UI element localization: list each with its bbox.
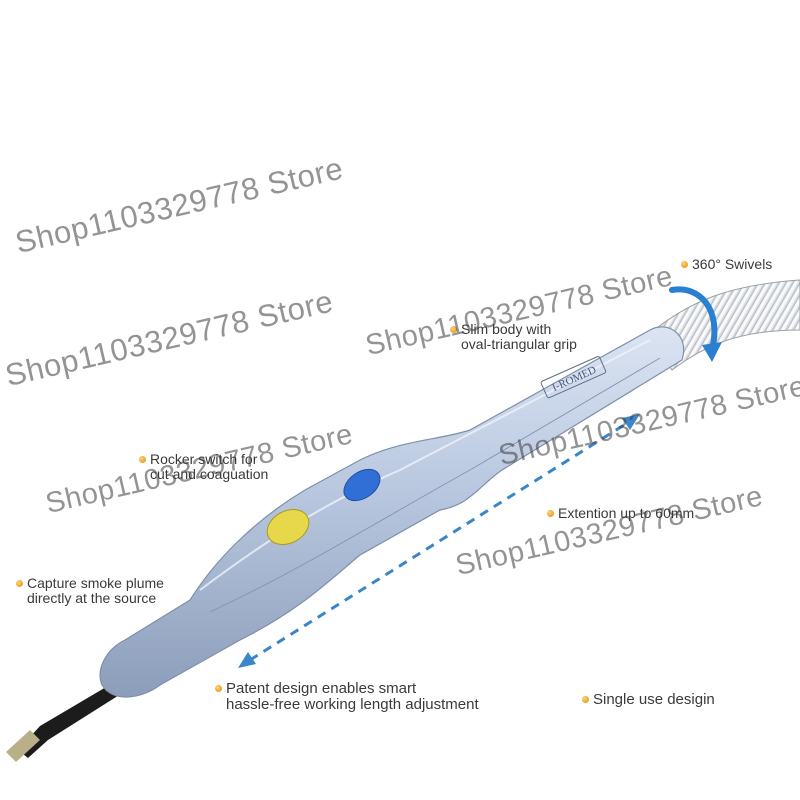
- callout-dot-icon: [139, 456, 146, 463]
- callout-patent: Patent design enables smart hassle-free …: [215, 680, 479, 713]
- callout-dot-icon: [582, 696, 589, 703]
- callout-single-use: Single use desigin: [582, 691, 715, 708]
- callout-rocker-line2: cut and coaguation: [150, 466, 269, 482]
- callout-slim-body: Slim body with oval-triangular grip: [450, 321, 577, 352]
- extension-arrowhead-start-icon: [238, 652, 256, 668]
- extension-arrow: [249, 418, 633, 662]
- callout-smoke-line2: directly at the source: [27, 590, 157, 606]
- callout-extension: Extention up to 60mm: [547, 505, 695, 521]
- callout-dot-icon: [215, 685, 222, 692]
- callout-patent-line1: Patent design enables smart: [226, 680, 417, 697]
- callout-slim-line2: oval-triangular grip: [461, 336, 577, 352]
- callout-rocker-line1: Rocker switch for: [150, 451, 258, 467]
- coag-button[interactable]: [338, 463, 386, 507]
- callout-dot-icon: [547, 510, 554, 517]
- callout-smoke-line1: Capture smoke plume: [27, 575, 164, 591]
- callout-slim-line1: Slim body with: [461, 321, 552, 337]
- electrode-blade: [18, 680, 124, 758]
- callout-dot-icon: [681, 261, 688, 268]
- cut-button[interactable]: [261, 503, 315, 552]
- callout-patent-line2: hassle-free working length adjustment: [226, 696, 479, 713]
- swivel-arrow-icon: [669, 286, 718, 353]
- swivel-arrowhead-icon: [702, 342, 722, 362]
- pencil-body: [99, 326, 685, 698]
- callout-swivel: 360° Swivels: [681, 256, 773, 272]
- body-seam: [209, 357, 661, 613]
- callout-smoke: Capture smoke plume directly at the sour…: [16, 575, 164, 606]
- electrode-tip: [6, 730, 40, 762]
- callout-dot-icon: [16, 580, 23, 587]
- smoke-hose: [647, 279, 800, 371]
- callout-extension-text: Extention up to 60mm: [558, 505, 695, 521]
- callout-rocker: Rocker switch for cut and coaguation: [139, 451, 269, 482]
- callout-single-text: Single use desigin: [593, 691, 715, 708]
- callout-swivel-text: 360° Swivels: [692, 256, 773, 272]
- extension-arrowhead-end-icon: [622, 414, 640, 430]
- callout-dot-icon: [450, 326, 457, 333]
